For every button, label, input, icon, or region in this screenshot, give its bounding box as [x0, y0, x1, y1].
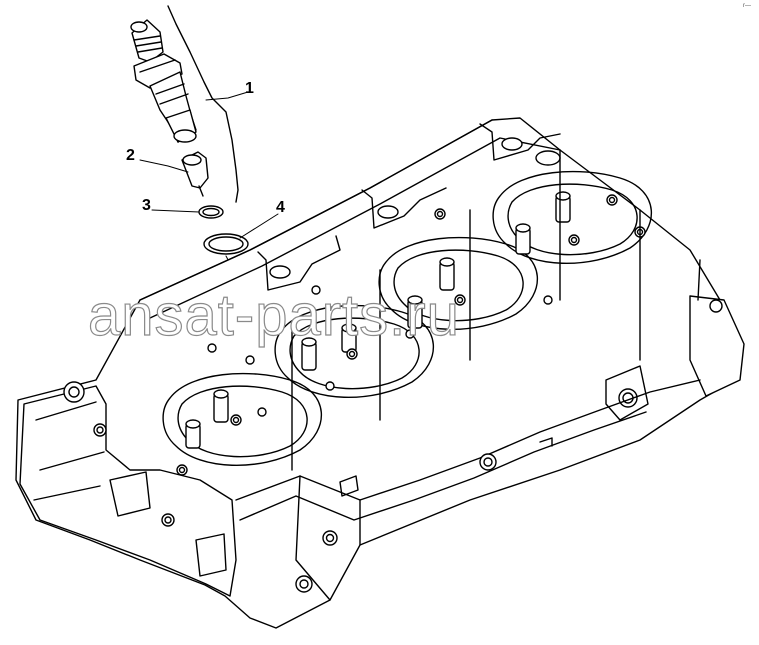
callout-2: 2	[126, 147, 135, 164]
watermark-text: ansat-parts.ru	[87, 282, 460, 348]
injector-group-bracket	[167, 5, 239, 203]
cylinder-head	[15, 117, 745, 629]
callout-4: 4	[276, 199, 285, 216]
corner-mark: r—	[743, 3, 751, 9]
o-ring	[203, 233, 249, 255]
injector-body	[130, 19, 197, 143]
callout-3: 3	[142, 197, 151, 214]
callout-1: 1	[245, 80, 254, 97]
nozzle-part	[181, 151, 209, 197]
seal-washer	[198, 205, 224, 219]
